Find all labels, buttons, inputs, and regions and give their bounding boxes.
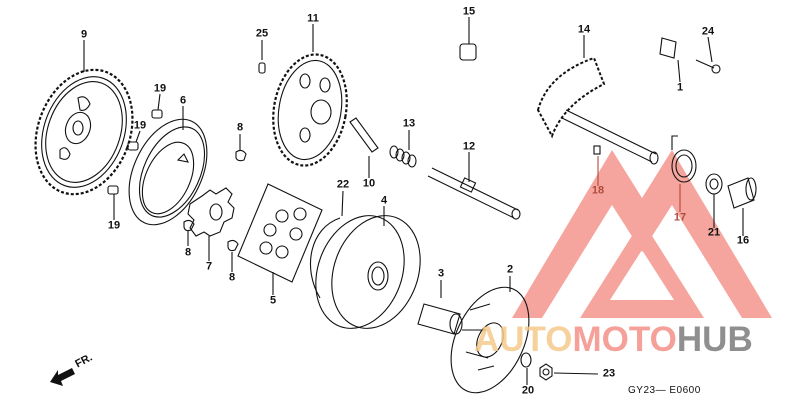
callout-25: 25 bbox=[255, 27, 269, 40]
part-6-plate[interactable] bbox=[114, 106, 223, 237]
callout-8: 8 bbox=[236, 121, 244, 134]
watermark-auto: AUTO bbox=[474, 320, 573, 359]
part-25-pin[interactable] bbox=[258, 40, 266, 74]
part-8-clips[interactable] bbox=[183, 134, 247, 272]
part-10-spring-clip[interactable] bbox=[349, 117, 379, 178]
part-16-collar[interactable] bbox=[727, 177, 757, 236]
callout-12: 12 bbox=[462, 140, 476, 153]
part-2-fan-pulley[interactable] bbox=[436, 275, 545, 403]
callout-10: 10 bbox=[362, 177, 376, 190]
callout-13: 13 bbox=[402, 117, 416, 130]
callout-3: 3 bbox=[437, 267, 445, 280]
part-13-spring[interactable] bbox=[389, 130, 417, 168]
part-15-bushing[interactable] bbox=[459, 17, 477, 61]
callout-20: 20 bbox=[521, 384, 535, 397]
callout-19: 19 bbox=[153, 82, 167, 95]
diagram-code: GY23— E0600 bbox=[628, 385, 701, 396]
watermark-logo bbox=[512, 150, 772, 318]
watermark-hub: HUB bbox=[676, 320, 753, 359]
callout-19: 19 bbox=[133, 119, 147, 132]
watermark-moto: MOTO bbox=[572, 320, 677, 359]
callout-1: 1 bbox=[676, 81, 684, 94]
part-22-ring[interactable] bbox=[309, 190, 344, 299]
part-19-bolts[interactable] bbox=[107, 93, 163, 220]
callout-14: 14 bbox=[577, 23, 591, 36]
callout-8: 8 bbox=[228, 271, 236, 284]
callout-8: 8 bbox=[184, 246, 192, 259]
part-4-drive-face[interactable] bbox=[301, 203, 436, 341]
callout-19: 19 bbox=[107, 219, 121, 232]
part-11-starter-gear[interactable] bbox=[265, 24, 355, 171]
part-3-sleeve[interactable] bbox=[417, 280, 463, 335]
callout-9: 9 bbox=[80, 28, 88, 41]
callout-17: 17 bbox=[673, 211, 687, 224]
part-14-kick-spindle[interactable] bbox=[536, 35, 659, 165]
part-20-washer[interactable] bbox=[520, 352, 532, 385]
callout-21: 21 bbox=[707, 226, 721, 239]
part-12-shaft[interactable] bbox=[427, 152, 521, 220]
callout-24: 24 bbox=[701, 25, 715, 38]
front-direction-arrow-icon bbox=[50, 368, 75, 386]
callout-16: 16 bbox=[736, 234, 750, 247]
part-9-ring-gear[interactable] bbox=[19, 40, 149, 208]
part-23-nut[interactable] bbox=[539, 363, 599, 381]
part-18-pin[interactable] bbox=[593, 145, 601, 186]
callout-6: 6 bbox=[179, 94, 187, 107]
callout-5: 5 bbox=[269, 294, 277, 307]
callout-11: 11 bbox=[307, 12, 319, 25]
part-17-kick-spring[interactable] bbox=[671, 135, 697, 212]
callout-7: 7 bbox=[205, 260, 213, 273]
part-21-washer[interactable] bbox=[705, 173, 723, 228]
callout-15: 15 bbox=[462, 5, 476, 18]
callout-22: 22 bbox=[336, 178, 350, 191]
callout-23: 23 bbox=[602, 367, 616, 380]
callout-2: 2 bbox=[506, 263, 514, 276]
part-1-bracket[interactable] bbox=[659, 37, 681, 83]
callout-18: 18 bbox=[591, 184, 605, 197]
watermark-text: AUTOMOTOHUB bbox=[474, 322, 753, 357]
callout-4: 4 bbox=[380, 194, 388, 207]
part-5-weight-rollers[interactable] bbox=[237, 183, 323, 295]
part-7-ramp-plate[interactable] bbox=[187, 187, 235, 261]
part-24-bolt[interactable] bbox=[695, 36, 721, 74]
